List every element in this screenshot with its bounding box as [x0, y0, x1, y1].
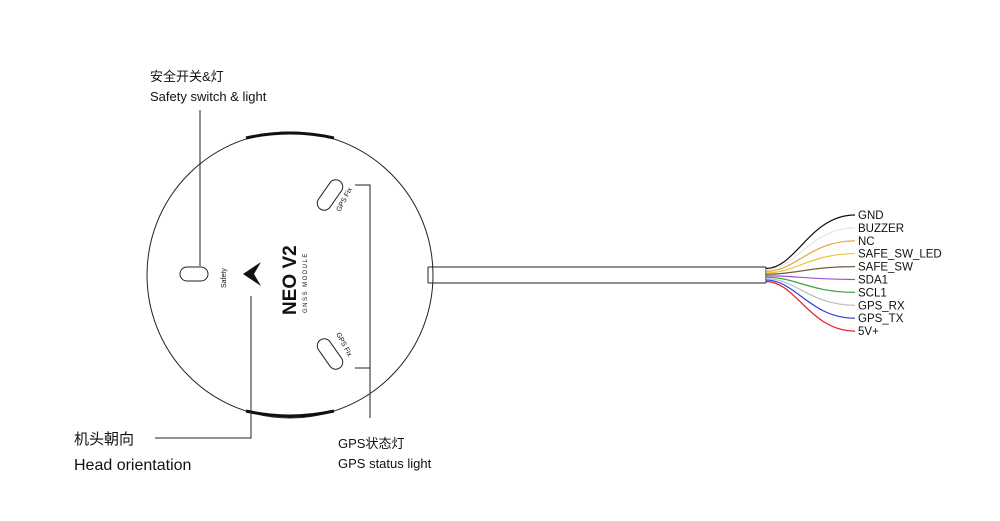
wire-9 — [765, 280, 856, 332]
top-arc — [245, 131, 335, 140]
gps-led-bottom — [316, 338, 344, 370]
wire-8 — [765, 279, 856, 319]
safety-label: Safety — [221, 268, 228, 288]
wire-label-2: NC — [858, 236, 875, 248]
gps-led-top — [316, 179, 344, 211]
head-callout-cn: 机头朝向 — [74, 431, 134, 448]
cable — [427, 266, 767, 284]
head-callout-en: Head orientation — [74, 457, 191, 474]
wire-label-4: SAFE_SW — [858, 262, 913, 274]
head-leader-line — [155, 296, 252, 439]
board-subtitle: GNSS MODULE — [303, 252, 309, 313]
wire-3 — [765, 253, 856, 274]
wire-4 — [765, 266, 856, 275]
wire-2 — [765, 240, 856, 272]
bottom-arc — [245, 409, 335, 418]
gps-bracket-line — [355, 184, 371, 369]
gps-status-callout-en: GPS status light — [338, 456, 432, 471]
wire-label-7: GPS_RX — [858, 300, 905, 312]
wire-label-0: GND — [858, 210, 884, 222]
wire-7 — [765, 278, 856, 306]
wire-label-6: SCL1 — [858, 287, 887, 299]
gps-status-callout-cn: GPS状态灯 — [338, 436, 404, 451]
wire-6 — [765, 276, 856, 293]
wire-fan — [765, 214, 856, 332]
safety-callout-cn: 安全开关&灯 — [150, 69, 224, 84]
wire-1 — [765, 227, 856, 271]
wire-5 — [765, 275, 856, 281]
wire-0 — [765, 214, 856, 270]
head-orientation-arrow-icon — [243, 262, 261, 286]
safety-callout-en: Safety switch & light — [150, 89, 267, 104]
wire-label-5: SDA1 — [858, 275, 888, 287]
wire-labels: GNDBUZZERNCSAFE_SW_LEDSAFE_SWSDA1SCL1GPS… — [858, 210, 942, 338]
wire-label-3: SAFE_SW_LED — [858, 249, 942, 261]
wire-label-9: 5V+ — [858, 326, 879, 338]
safety-switch[interactable] — [179, 266, 209, 282]
board-title: NEO V2 — [280, 245, 301, 315]
wire-label-1: BUZZER — [858, 223, 904, 235]
wire-label-8: GPS_TX — [858, 313, 904, 325]
